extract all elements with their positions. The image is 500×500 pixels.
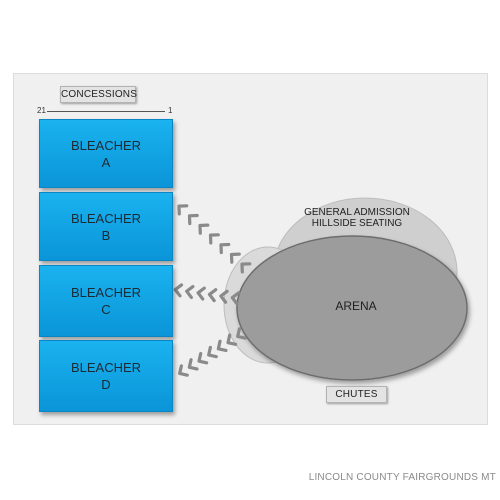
bleacher-b-label: BLEACHER B [70, 210, 142, 243]
row-range-line [47, 111, 165, 112]
chevron-icon [208, 233, 220, 245]
arena-area[interactable] [236, 235, 468, 381]
bleacher-a-label: BLEACHER A [70, 137, 142, 170]
hillside-seating-label: GENERAL ADMISSION HILLSIDE SEATING [304, 207, 410, 229]
chevron-icon [230, 291, 241, 306]
chevron-icon [216, 339, 228, 353]
chevron-icon [187, 358, 199, 371]
concessions-label: CONCESSIONS [60, 86, 137, 103]
chevron-icon [229, 252, 241, 264]
chevron-icon [196, 286, 206, 301]
chevron-icon [207, 345, 218, 359]
bleacher-c-label: BLEACHER C [70, 285, 142, 317]
chevron-icon [240, 262, 252, 274]
row-start-label: 21 [37, 106, 46, 115]
bleacher-a-section[interactable]: BLEACHER A [39, 119, 173, 188]
chevron-icon [185, 284, 195, 300]
chevron-icon [226, 333, 238, 346]
direction-arrow-icon [177, 204, 252, 274]
chutes-label: CHUTES [326, 386, 387, 403]
chevron-icon [236, 327, 247, 340]
chevron-icon [173, 283, 184, 298]
chevron-icon [219, 289, 229, 304]
chevron-icon [198, 223, 210, 235]
chevron-icon [187, 213, 199, 226]
bleacher-d-section[interactable]: BLEACHER D [39, 340, 173, 412]
chevron-icon [178, 364, 189, 377]
bleacher-d-label: BLEACHER D [70, 360, 142, 392]
arena-label: ARENA [335, 299, 377, 313]
chevron-icon [177, 204, 189, 216]
direction-arrow-icon [173, 283, 241, 306]
venue-title: LINCOLN COUNTY FAIRGROUNDS MT [308, 472, 496, 483]
row-end-label: 1 [168, 106, 173, 115]
chevron-icon [207, 288, 218, 303]
bleacher-b-section[interactable]: BLEACHER B [39, 192, 173, 261]
bleacher-c-section[interactable]: BLEACHER C [39, 265, 173, 337]
chevron-icon [219, 242, 231, 255]
chevron-icon [197, 351, 209, 365]
direction-arrow-icon [178, 327, 247, 377]
